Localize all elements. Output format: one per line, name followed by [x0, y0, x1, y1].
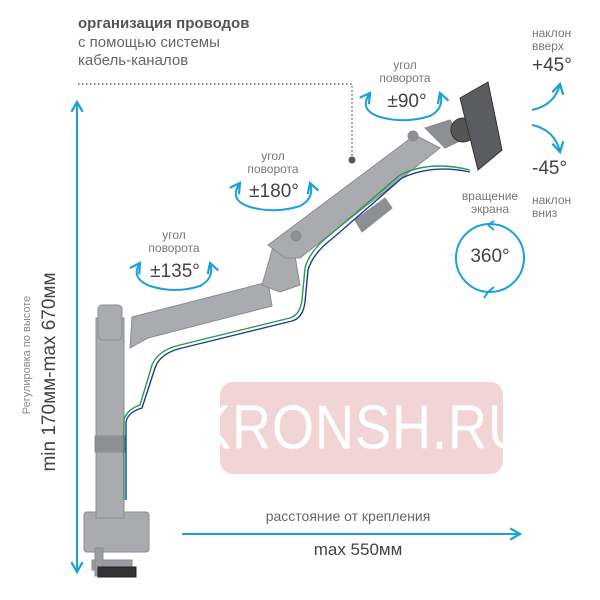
tilt-up-icon — [531, 81, 565, 111]
upper-arm — [267, 134, 441, 259]
arm-adjuster — [354, 197, 393, 233]
pole — [95, 317, 125, 519]
vesa-plate — [459, 81, 503, 171]
monitor-arm — [83, 81, 503, 578]
pole-top — [97, 304, 123, 341]
cable-note-line1: с помощью системы — [78, 34, 220, 51]
distance-value: max 550мм — [313, 540, 403, 559]
lower-arm — [129, 281, 273, 349]
pole-collar — [94, 435, 126, 453]
cable-note-line2: кабель-каналов — [78, 52, 189, 69]
rotation-value: 360° — [470, 246, 510, 267]
cable-note-leader — [78, 83, 353, 158]
tilt-up-value: +45° — [532, 55, 572, 76]
distance-label: расстояние от крепления — [265, 508, 431, 524]
rotate-180-icon — [229, 180, 320, 212]
tilt-down-value: -45° — [532, 158, 568, 179]
joint-135-angle: ±135° — [150, 261, 200, 282]
tilt-down-icon — [531, 124, 565, 155]
cables — [123, 165, 471, 500]
watermark: KRONSH.RU — [195, 382, 527, 474]
cable-note-dot — [348, 156, 356, 164]
rotate-90-icon — [359, 90, 450, 122]
height-range: min 170мм-max 670мм — [39, 272, 60, 472]
joint-180-angle: ±180° — [249, 181, 299, 202]
cable-note-title: организация проводов — [78, 15, 250, 32]
rotate-135-icon — [129, 260, 220, 291]
joint-90-angle: ±90° — [387, 91, 427, 112]
clamp-pad — [97, 566, 137, 578]
height-small-label: Регулировка по высоте — [21, 295, 33, 415]
